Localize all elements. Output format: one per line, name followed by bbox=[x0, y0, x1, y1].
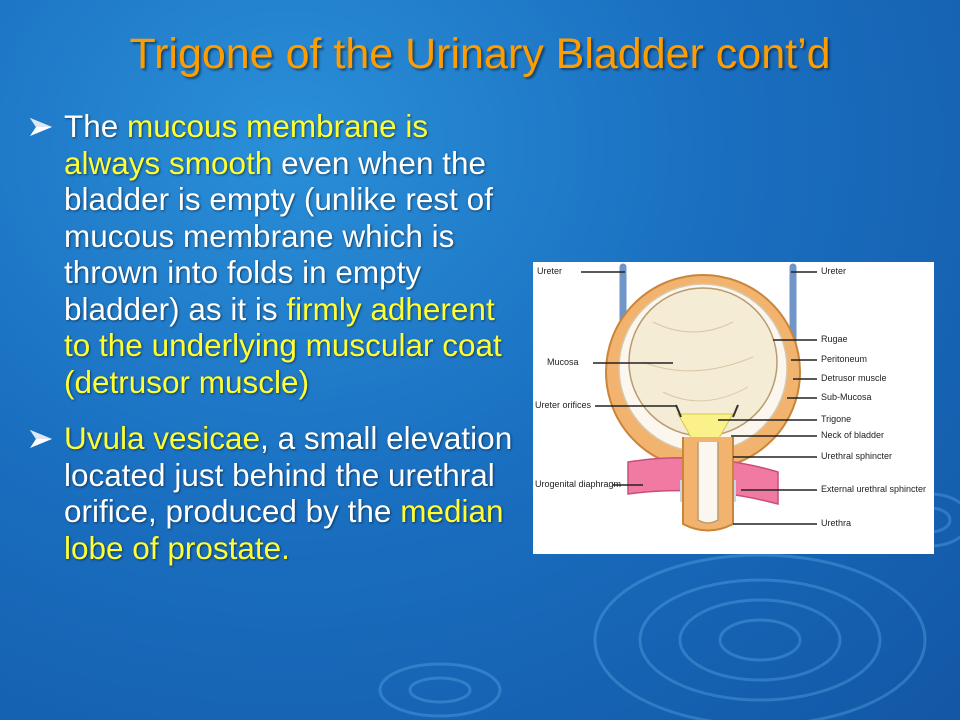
label-ureter-orifices: Ureter orifices bbox=[535, 400, 592, 410]
label-detrusor-muscle: Detrusor muscle bbox=[821, 373, 887, 383]
bullet-text-segment: even when the bladder is empty (unlike r… bbox=[64, 144, 493, 327]
label-urethra: Urethra bbox=[821, 518, 852, 528]
bullet-highlight-segment: Uvula vesicae bbox=[64, 420, 261, 456]
bullet-item: The mucous membrane is always smooth eve… bbox=[28, 108, 528, 400]
label-ureter-left: Ureter bbox=[537, 266, 563, 276]
label-mucosa: Mucosa bbox=[547, 357, 579, 367]
bullet-text-segment: The bbox=[64, 108, 128, 144]
bullet-item: Uvula vesicae, a small elevation located… bbox=[28, 420, 528, 566]
label-ureter-right: Ureter bbox=[821, 266, 847, 276]
bullet-highlight-segment: median lobe of prostate. bbox=[64, 493, 504, 566]
label-neck-of-bladder: Neck of bladder bbox=[821, 430, 885, 440]
label-urethral-sphincter: Urethral sphincter bbox=[821, 451, 893, 461]
bladder-diagram: Ureter Mucosa Ureter orifices Urogenital… bbox=[533, 262, 934, 554]
label-rugae: Rugae bbox=[821, 334, 848, 344]
arrow-bullet-icon bbox=[30, 118, 52, 136]
bullet-text-segment: , a small elevation located just behind … bbox=[64, 420, 513, 529]
label-trigone: Trigone bbox=[821, 414, 852, 424]
label-sub-mucosa: Sub-Mucosa bbox=[821, 392, 872, 402]
bullet-list: The mucous membrane is always smooth eve… bbox=[28, 108, 528, 586]
label-urogenital-diaphragm: Urogenital diaphragm bbox=[535, 479, 622, 489]
slide-title: Trigone of the Urinary Bladder cont’d bbox=[129, 30, 831, 78]
arrow-bullet-icon bbox=[30, 430, 52, 448]
bullet-highlight-segment: firmly adherent to the underlying muscul… bbox=[64, 290, 502, 400]
bullet-highlight-segment: mucous membrane is always smooth bbox=[64, 108, 429, 181]
label-peritoneum: Peritoneum bbox=[821, 354, 868, 364]
bladder-illustration bbox=[581, 263, 817, 532]
label-external-urethral-sphincter: External urethral sphincter bbox=[821, 484, 927, 494]
